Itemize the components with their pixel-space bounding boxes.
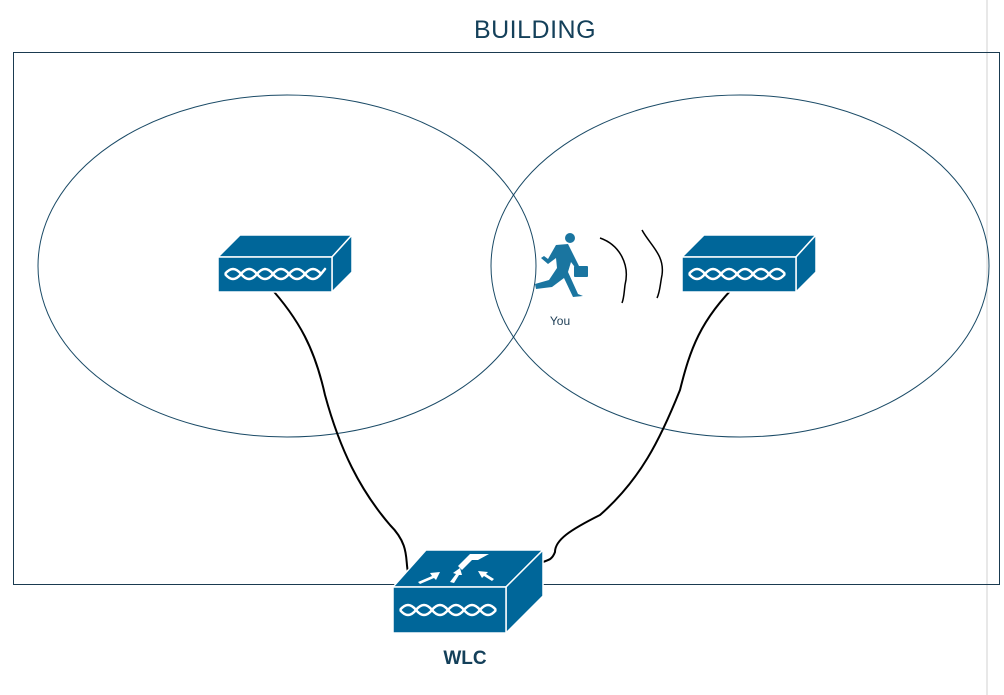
wireless-lan-controller-icon xyxy=(391,548,545,635)
cable-left xyxy=(267,284,409,573)
building-boundary xyxy=(13,52,1000,585)
walking-person-icon xyxy=(535,233,588,297)
user-label: You xyxy=(549,314,571,328)
building-title: BUILDING xyxy=(473,16,597,44)
access-point-icon xyxy=(216,233,354,294)
controller-label: WLC xyxy=(443,648,487,669)
access-point-icon xyxy=(680,233,818,294)
cable-right xyxy=(542,282,739,563)
coverage-cell-right xyxy=(490,94,990,438)
coverage-cell-left xyxy=(37,94,537,438)
wireless-signal-icon xyxy=(599,229,664,304)
